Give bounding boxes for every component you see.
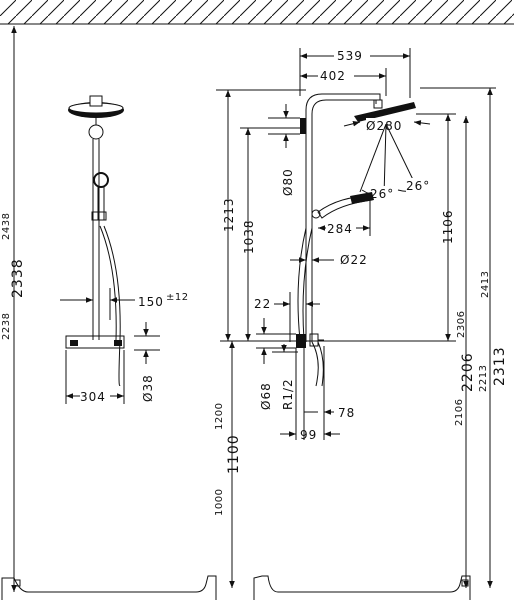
dim-402-bg (318, 68, 354, 82)
left-thermostat-mixer (65, 335, 125, 349)
dim-284-bg (326, 221, 356, 235)
dim-304: 304 (80, 390, 106, 404)
dim-150: 150 (138, 295, 164, 309)
dim-2338: 2338 (10, 258, 26, 298)
floor-tray-left (1, 575, 217, 600)
dim-o280-bg (366, 118, 414, 132)
dim-o280: Ø280 (366, 119, 402, 133)
dim-402: 402 (320, 69, 346, 83)
dim-o22: Ø22 (340, 253, 368, 267)
dim-99: 99 (300, 428, 317, 442)
right-wall-holder (300, 118, 306, 134)
dim-1038: 1038 (242, 219, 256, 254)
dim-2438: 2438 (1, 213, 12, 240)
right-shower-head (354, 99, 416, 122)
dim-150-tolerance: ±12 (166, 292, 189, 303)
dim-99-line (280, 348, 340, 440)
dim-1100: 1100 (226, 434, 242, 474)
right-hand-shower (297, 192, 374, 387)
dim-1106-line (416, 113, 456, 341)
dim-304-line (65, 350, 125, 404)
dim-150-line (60, 284, 135, 320)
dim-o68: Ø68 (259, 382, 273, 410)
left-hand-shower (91, 172, 121, 386)
dim-r12: R1/2 (281, 378, 295, 410)
dim-22: 22 (254, 297, 271, 311)
dim-o68-line (256, 318, 296, 364)
dim-o280-line (343, 120, 431, 127)
right-riser-arm (305, 93, 381, 342)
angle-2-bg (406, 178, 426, 192)
dim-284: 284 (327, 222, 353, 236)
dim-o38-line (134, 322, 160, 364)
angle-1: 26° (370, 187, 394, 201)
dim-539: 539 (337, 49, 363, 63)
dim-1038-line (240, 127, 300, 341)
dim-o38: Ø38 (141, 374, 155, 402)
left-riser-pipe (92, 139, 100, 340)
left-shower-head (68, 95, 124, 140)
dim-2413: 2413 (480, 271, 491, 298)
dim-1213-line (216, 89, 306, 341)
dim-1213: 1213 (222, 197, 236, 232)
dim-78-line (303, 346, 334, 440)
dim-2206: 2206 (460, 352, 476, 392)
dim-2106: 2106 (454, 399, 465, 426)
dim-1200: 1200 (214, 403, 225, 430)
dim-78: 78 (338, 406, 355, 420)
dim-2313: 2313 (492, 346, 508, 386)
floor-tray-right (253, 575, 471, 600)
dim-539-bg (334, 48, 370, 62)
dim-2213: 2213 (478, 365, 489, 392)
angle-2: 26° (406, 179, 430, 193)
dim-1000: 1000 (214, 489, 225, 516)
dim-2238: 2238 (1, 313, 12, 340)
dim-r12-line (272, 344, 298, 353)
dim-1106: 1106 (441, 209, 455, 244)
dim-2306: 2306 (456, 311, 467, 338)
angle-1-bg (370, 186, 390, 200)
dim-2413-line (420, 87, 496, 588)
dim-o80-line (268, 104, 300, 148)
ceiling-hatch (0, 0, 514, 25)
dim-o80: Ø80 (281, 168, 295, 196)
